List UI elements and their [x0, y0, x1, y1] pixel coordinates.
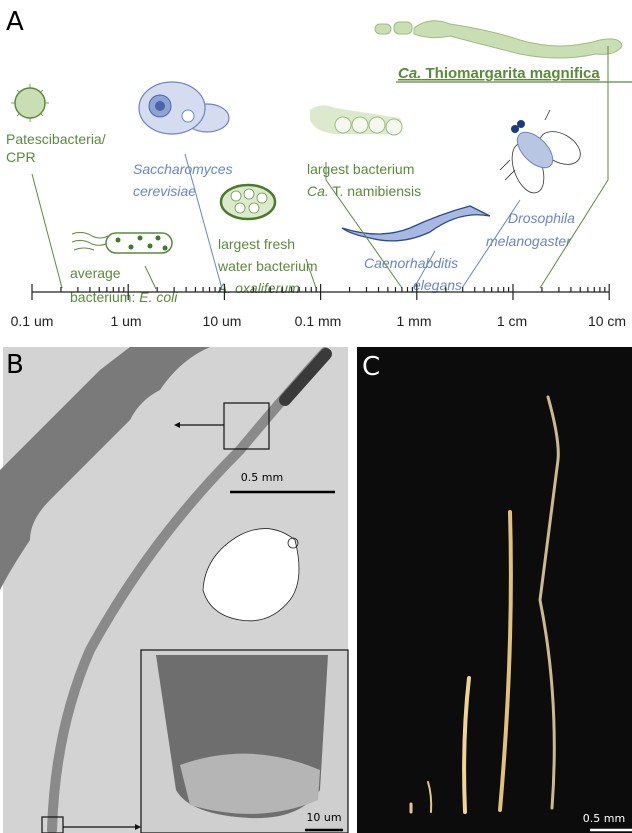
label-drosophila-1: Drosophila: [508, 210, 575, 226]
tick-label: 10 cm: [588, 313, 626, 329]
leader-lines: [31, 46, 609, 290]
drosophila-icon: [499, 109, 581, 194]
tardigrade-drawing: [202, 528, 300, 622]
thiomargarita-illustration: [374, 20, 623, 59]
label-yeast-1: Saccharomyces: [133, 161, 233, 177]
tick-label: 1 mm: [397, 313, 432, 329]
celegans-icon: [341, 205, 491, 242]
scale-bar-label-b: 0.5 mm: [241, 471, 283, 484]
panel-label-a: A: [6, 7, 24, 37]
label-yeast-2: cerevisiae: [133, 183, 196, 199]
label-oxaliferum-1: largest fresh: [218, 236, 295, 252]
panel-label-b: B: [6, 350, 24, 380]
scale-bar-label-inset: 10 um: [306, 811, 341, 824]
yeast-icon: [138, 81, 230, 135]
panel-c-photo: [357, 347, 632, 833]
label-namibiensis-2: Ca. T. namibiensis: [307, 183, 421, 199]
tick-label: 0.1 um: [11, 313, 54, 329]
label-oxaliferum-3: A. oxaliferum: [217, 280, 300, 296]
scale-bar-label-c: 0.5 mm: [583, 812, 625, 825]
ecoli-icon: [71, 231, 173, 254]
tick-label: 0.1 mm: [295, 313, 342, 329]
label-ecoli-2: bacterium: E. coli: [70, 289, 178, 305]
oxaliferum-icon: [219, 183, 277, 221]
label-drosophila-2: melanogaster: [486, 233, 572, 249]
panel-b-micrograph: [0, 347, 349, 833]
tick-label: 1 cm: [497, 313, 527, 329]
label-celegans-2: elegans: [413, 277, 462, 293]
label-celegans-1: Caenorhabditis: [364, 255, 458, 271]
label-cpr-1: Patescibacteria/: [6, 131, 106, 147]
panel-label-c: C: [362, 352, 380, 382]
tick-label: 10 um: [203, 313, 242, 329]
size-axis: [31, 284, 610, 300]
label-ecoli-1: average: [70, 265, 121, 281]
label-oxaliferum-2: water bacterium: [217, 258, 318, 274]
thiomargarita-label: Ca. Thiomargarita magnifica: [398, 65, 600, 82]
cpr-cell-icon: [11, 84, 49, 122]
label-cpr-2: CPR: [6, 149, 36, 165]
axis-labels: 0.1 um 1 um 10 um 0.1 mm 1 mm 1 cm 10 cm: [11, 313, 626, 329]
label-namibiensis-1: largest bacterium: [307, 161, 414, 177]
namibiensis-icon: [310, 105, 403, 136]
tick-label: 1 um: [110, 313, 141, 329]
